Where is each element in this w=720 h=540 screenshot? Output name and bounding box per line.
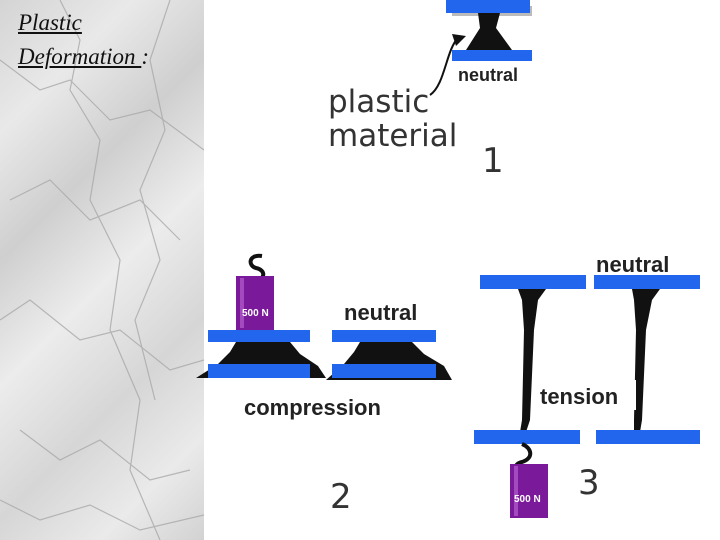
stretched-specimen-left [518,289,546,432]
tension-bottom-plate-right [596,430,700,444]
step-number-1: 1 [482,141,504,181]
bottom-plate [452,50,532,61]
step-number-3: 3 [578,463,600,503]
top-plate [446,0,530,13]
tension-top-plate-right [594,275,700,289]
marble-veins [0,0,204,540]
plastic-label-line2: material [328,118,457,154]
tension-label-backdrop [538,380,636,410]
weight-highlight [240,278,244,328]
slide-title: Plastic Deformation : [18,6,149,74]
neutral-top-plate [332,330,436,342]
compression-bottom-plate [208,364,310,378]
panel-1-neutral-specimen: neutral [446,0,532,85]
title-colon: : [141,44,149,69]
marble-background [0,0,204,540]
plastic-material-callout: plastic material [328,34,466,154]
neutral-label-mid: neutral [344,300,417,325]
plastic-label-line1: plastic [328,84,429,120]
weight-highlight-bottom [514,466,518,516]
neutral-label-right: neutral [596,252,669,277]
weight-label-left: 500 N [242,308,269,319]
title-line-2: Deformation [18,44,142,69]
compression-label: compression [244,395,381,420]
neutral-label-top: neutral [458,65,518,85]
tension-top-plate-left [480,275,586,289]
compression-top-plate [208,330,310,342]
title-line-1: Plastic [18,10,82,35]
tension-label: tension [540,384,618,409]
panel-3-tension: neutral tension 500 N 3 [474,252,700,518]
callout-arrow-line [429,37,459,96]
plastic-specimen [466,13,512,50]
step-number-2: 2 [330,477,352,517]
stretched-specimen-right [632,289,660,432]
neutral-bottom-plate [332,364,436,378]
callout-arrow-head [452,34,466,46]
weight-label-bottom: 500 N [514,494,541,505]
tension-bottom-plate-left [474,430,580,444]
panel-2-compression: 500 N neutral compression 2 [196,253,452,517]
